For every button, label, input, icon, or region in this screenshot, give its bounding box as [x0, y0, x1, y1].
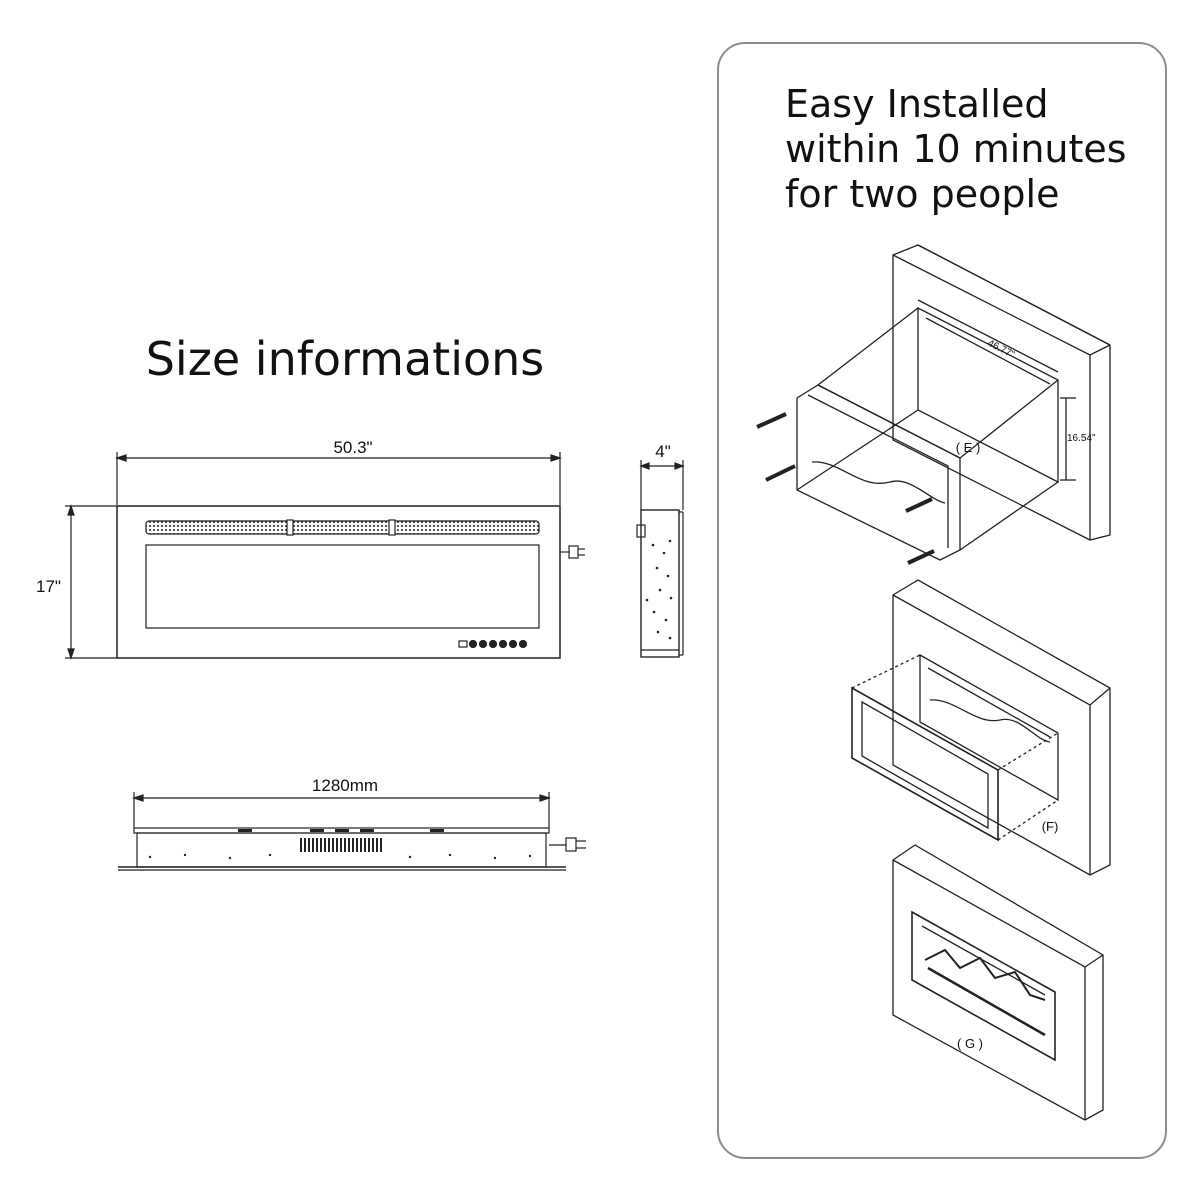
- front-view: [65, 452, 585, 660]
- install-step-f: [851, 579, 1111, 876]
- size-info-title: Size informations: [145, 332, 545, 386]
- step-f-label: (F): [1042, 819, 1059, 834]
- top-width-label: 1280mm: [312, 776, 378, 795]
- opening-height-label: 16.54": [1067, 433, 1096, 444]
- installation-panel: [717, 42, 1167, 1159]
- front-height-label: 17": [36, 577, 61, 596]
- side-depth-label: 4": [655, 442, 671, 461]
- step-e-label: ( E ): [956, 440, 981, 455]
- front-width-label: 50.3": [333, 438, 372, 457]
- step-g-label: ( G ): [957, 1036, 983, 1051]
- installation-caption: Easy Installed within 10 minutes for two…: [785, 82, 1127, 217]
- install-step-g: [892, 844, 1104, 1121]
- top-view: [118, 792, 586, 871]
- caption-line-1: Easy Installed: [785, 82, 1049, 126]
- caption-line-2: within 10 minutes: [785, 127, 1127, 171]
- caption-line-3: for two people: [785, 172, 1060, 216]
- install-step-e: 46.77": [756, 244, 1111, 565]
- side-view: [636, 460, 685, 658]
